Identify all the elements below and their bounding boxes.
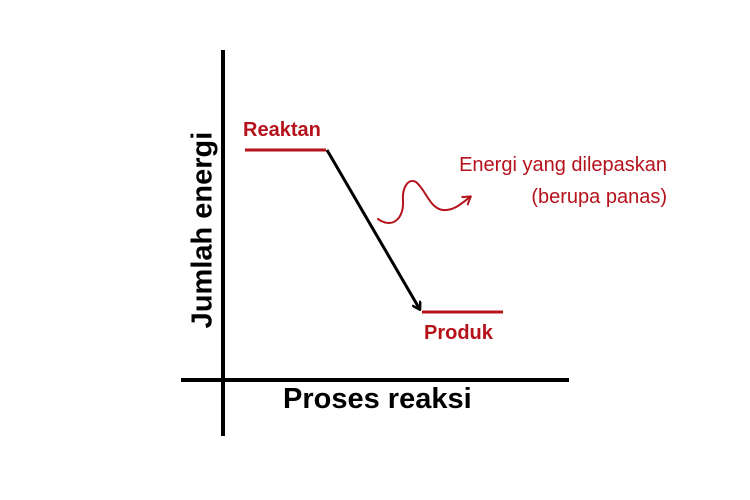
heat-annotation-line1: Energi yang dilepaskan (459, 154, 667, 176)
heat-release-arrow (377, 180, 470, 224)
heat-annotation-line2: (berupa panas) (531, 186, 667, 208)
reaction-path-arrow (325, 149, 419, 308)
reactant-label: Reaktan (243, 119, 321, 141)
x-axis-label: Proses reaksi (283, 383, 472, 415)
y-axis-label: Jumlah energi (186, 131, 219, 329)
product-label: Produk (424, 322, 493, 344)
